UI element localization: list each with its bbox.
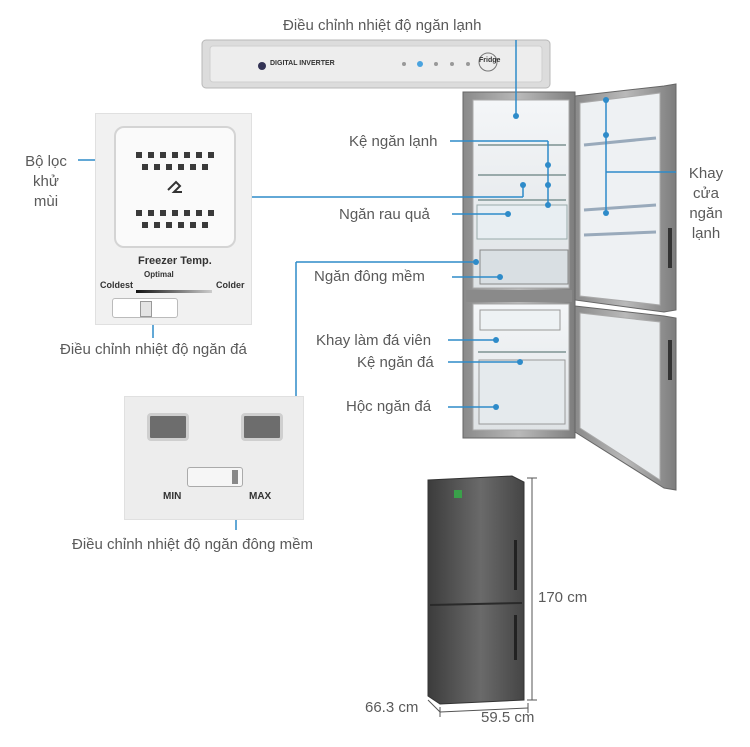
control-fridge-button[interactable]: Fridge [479,57,501,64]
depth-dimension: 66.3 cm [365,699,419,716]
filter-vents-icon [136,152,214,228]
freezer-control-label: Điều chỉnh nhiệt độ ngăn đá [60,341,247,358]
callout-lines [78,40,676,530]
soft-min-label: MIN [163,491,182,502]
soft-freeze-panel: MIN MAX [124,396,304,520]
freezer-temp-title: Freezer Temp. [138,255,212,267]
optimal-label: Optimal [144,270,174,279]
soft-freeze-slider[interactable] [187,467,243,487]
coldest-label: Coldest [100,280,134,290]
soft-freeze-control-label: Điều chỉnh nhiệt độ ngăn đông mềm [72,536,313,553]
soft-vent-right [241,413,283,441]
width-dimension: 59.5 cm [481,709,535,726]
fridge-closed [427,475,525,705]
fridge-open [462,83,677,491]
soft-max-label: MAX [249,491,272,502]
freezer-temp-panel: Freezer Temp. Optimal Coldest Colder [95,113,252,325]
soft-vent-left [147,413,189,441]
colder-label: Colder [216,280,245,290]
ice-tray-label: Khay làm đá viên [316,332,432,349]
dimension-lines [427,477,537,717]
fridge-shelf-label: Kệ ngăn lạnh [349,133,438,150]
deodor-filter-label: Bộ lọc khử mùi [25,153,67,210]
freezer-drawer-label: Hộc ngăn đá [346,398,432,415]
door-tray-label: Khay cửa ngăn lạnh [688,165,724,242]
deodor-filter-box [114,126,236,248]
callout-dots [163,97,609,410]
veg-drawer-label: Ngăn rau quả [339,206,430,223]
height-dimension: 170 cm [538,589,588,606]
soft-freeze-label: Ngăn đông mềm [314,268,425,285]
freezer-temp-slider[interactable] [112,298,178,318]
freezer-shelf-label: Kệ ngăn đá [357,354,434,371]
control-strip [201,39,551,89]
fridge-control-label: Điều chỉnh nhiệt độ ngăn lạnh [283,17,482,34]
freezer-temp-scale [136,290,212,293]
control-brand: DIGITAL INVERTER [270,60,335,67]
